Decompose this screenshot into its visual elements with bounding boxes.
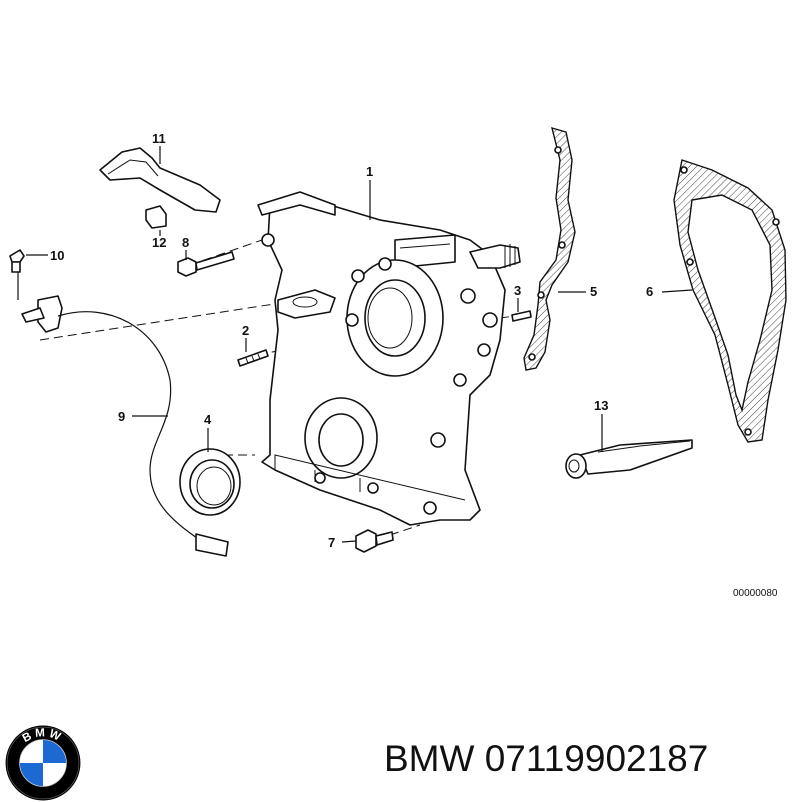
callout-4: 4	[204, 412, 212, 427]
callout-9: 9	[118, 409, 125, 424]
part-number: 07119902187	[484, 738, 709, 779]
callout-1: 1	[366, 164, 373, 179]
dowel-pin-part-3	[511, 310, 532, 322]
svg-text:BMW: BMW	[20, 726, 65, 745]
callout-5: 5	[590, 284, 597, 299]
shaft-seal-part-4	[179, 448, 241, 516]
leader-lines	[17, 146, 693, 543]
gasket-part-6	[673, 159, 787, 443]
bolt-part-7	[355, 529, 394, 553]
callout-7: 7	[328, 535, 335, 550]
bolt-part-8	[177, 251, 235, 277]
sealant-tube-part-13	[565, 439, 693, 479]
callout-11: 11	[152, 131, 166, 146]
guide-rail-part-11	[99, 147, 221, 213]
brand-name: BMW	[384, 738, 475, 779]
callout-labels: 1 2 3 4 5 6 7 8 9 10 11 12 13 00000080	[50, 131, 778, 599]
diagram-reference-code: 00000080	[733, 588, 778, 599]
bmw-logo: BMW	[5, 725, 81, 801]
callout-3: 3	[514, 283, 521, 298]
callout-8: 8	[182, 235, 189, 250]
sensor-part-9	[21, 295, 229, 557]
callout-6: 6	[646, 284, 653, 299]
part-caption: BMW 07119902187	[384, 738, 708, 780]
stud-part-2	[237, 349, 269, 367]
callout-12: 12	[152, 235, 166, 250]
callout-10: 10	[50, 248, 64, 263]
clip-part-12	[145, 205, 167, 229]
clip-part-10	[9, 249, 25, 273]
callout-2: 2	[242, 323, 249, 338]
timing-cover-part-1	[257, 191, 521, 526]
gasket-part-5	[523, 126, 576, 371]
callout-13: 13	[594, 398, 608, 413]
